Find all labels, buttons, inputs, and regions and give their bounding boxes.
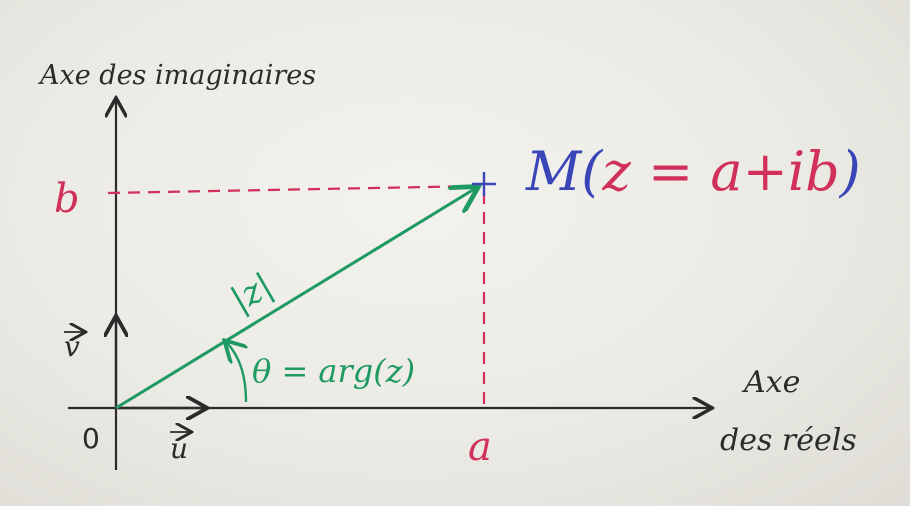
- point-M-label: M(z = a+ib): [525, 140, 861, 203]
- modulus-vector: [115, 188, 476, 410]
- svg-text:M(z = a+ib): M(z = a+ib): [525, 140, 861, 203]
- argument-label: θ = arg(z): [252, 352, 415, 390]
- argument-arc: [226, 342, 246, 403]
- point-M-close: ): [839, 140, 861, 203]
- origin-label: 0: [82, 422, 100, 455]
- point-M-equals: =: [631, 140, 711, 203]
- x-axis-label-line1: Axe: [741, 365, 800, 400]
- vector-u-label: u: [170, 432, 188, 465]
- a-label: a: [468, 424, 492, 470]
- y-axis-label: Axe des imaginaires: [37, 60, 316, 91]
- x-axis-label-line2: des réels: [720, 423, 857, 458]
- b-label: b: [54, 176, 80, 222]
- point-M-z: z: [601, 140, 631, 203]
- point-M-value: a+ib: [710, 140, 839, 203]
- point-M-marker: [472, 172, 496, 196]
- vector-v-label: v: [64, 330, 80, 363]
- projection-b-dashed: [107, 184, 481, 195]
- point-M-name: M(: [525, 140, 604, 203]
